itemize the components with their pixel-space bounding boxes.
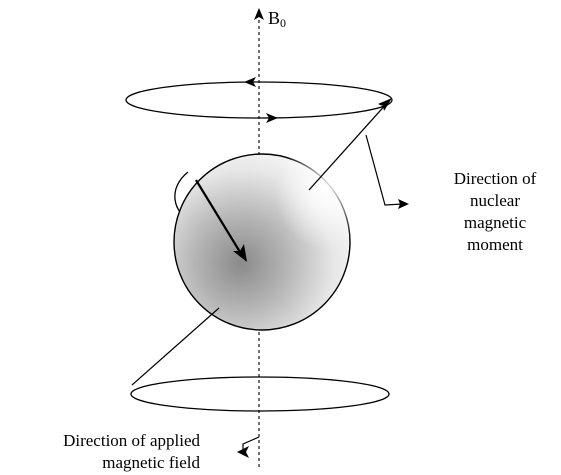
moment-label-line-3: magnetic <box>463 213 527 232</box>
moment-leader-arrowhead <box>398 199 409 209</box>
spin-arrow-shaft <box>195 179 241 253</box>
top-precession-orbit <box>125 81 393 119</box>
moment-leader-line <box>365 134 404 206</box>
field-leader-arrowhead <box>237 446 249 458</box>
field-symbol-label: B0 <box>268 8 286 34</box>
field-label: Direction of applied magnetic field <box>8 430 200 474</box>
magnetic-moment-arrowhead <box>378 98 392 111</box>
magnetic-moment-vector <box>308 101 389 191</box>
field-label-line-1: Direction of applied <box>63 431 200 450</box>
cone-line-left <box>131 307 220 386</box>
top-orbit-back-arrowhead <box>244 77 256 87</box>
field-symbol: B <box>268 8 281 28</box>
moment-label-line-1: Direction of <box>453 169 537 188</box>
moment-label-line-4: moment <box>467 235 523 254</box>
field-axis-arrowhead <box>254 8 264 20</box>
top-orbit-front-arrowhead <box>266 113 278 123</box>
moment-label-line-2: nuclear <box>469 191 521 210</box>
field-label-line-2: magnetic field <box>102 453 200 472</box>
bottom-precession-orbit <box>130 376 390 412</box>
field-subscript: 0 <box>280 16 287 30</box>
spin-arrowhead <box>233 244 247 262</box>
moment-label: Direction of nuclear magnetic moment <box>436 168 554 256</box>
field-leader-line <box>242 436 260 450</box>
nucleus-sphere-highlight <box>245 145 355 275</box>
